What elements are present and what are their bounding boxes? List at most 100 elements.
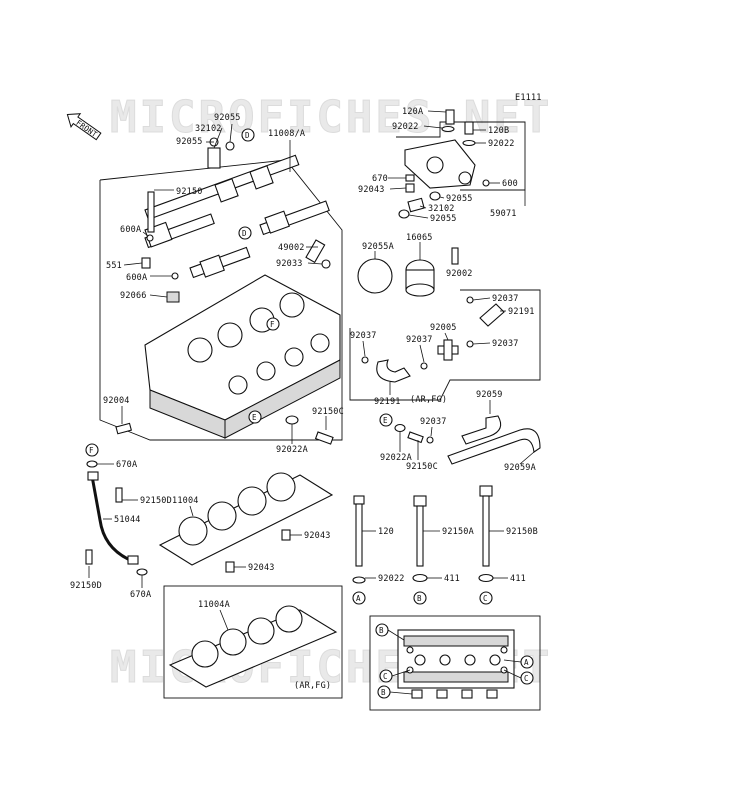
dowel-92043-b (281, 529, 291, 541)
label-120a: 120A (402, 107, 423, 117)
washer-411-a (412, 573, 428, 583)
label-92055-c: 92055 (446, 194, 473, 204)
plug-92043 (405, 183, 415, 193)
callout-f-2: F (85, 443, 99, 457)
fitting-92005 (437, 339, 459, 361)
label-551: 551 (106, 261, 122, 271)
callout-f-1: F (266, 317, 280, 331)
label-ar-fg-1: (AR,FG) (410, 395, 447, 405)
bolt-120a (445, 109, 455, 125)
svg-text:D: D (242, 229, 247, 238)
label-92005: 92005 (430, 323, 457, 333)
label-92150a: 92150A (442, 527, 474, 537)
callout-a-box: A (520, 655, 534, 669)
label-92191-a: 92191 (508, 307, 535, 317)
dowel-92043-c (225, 561, 235, 573)
bolt-92150c-1 (314, 431, 334, 445)
head-gasket-11004a (168, 605, 338, 688)
clamp-92037-b (420, 362, 428, 370)
svg-text:F: F (89, 446, 94, 455)
label-92043-c: 92043 (248, 563, 275, 573)
oring-92055-right (225, 141, 235, 151)
label-92037-c: 92037 (492, 339, 519, 349)
svg-text:D: D (245, 131, 250, 140)
oring-92055a-large (357, 258, 393, 294)
svg-text:C: C (524, 674, 529, 683)
hose-92059 (461, 415, 502, 445)
label-92022a-2: 92022A (380, 453, 412, 463)
callout-c-1: C (479, 591, 493, 605)
label-59071: 59071 (490, 209, 517, 219)
label-670a-1: 670A (116, 460, 137, 470)
svg-text:B: B (381, 688, 386, 697)
oil-pipe-51044 (90, 475, 131, 562)
label-32102-b: 32102 (428, 204, 455, 214)
label-11004a: 11004A (198, 600, 230, 610)
washer-92022-e (352, 576, 366, 584)
label-92043-a: 92043 (358, 185, 385, 195)
label-92004: 92004 (103, 396, 130, 406)
label-92037-d: 92037 (350, 331, 377, 341)
label-120: 120 (378, 527, 394, 537)
svg-text:E: E (383, 416, 388, 425)
label-600a-2: 600A (126, 273, 147, 283)
label-670: 670 (372, 174, 388, 184)
pipe-fitting-bottom (127, 555, 139, 565)
bolt-92002 (451, 247, 459, 265)
label-92022a-1: 92022A (276, 445, 308, 455)
label-670a-2: 670A (130, 590, 151, 600)
label-49002: 49002 (278, 243, 305, 253)
label-92022-e: 92022 (378, 574, 405, 584)
label-92066: 92066 (120, 291, 147, 301)
washer-92022-b (462, 139, 476, 147)
svg-text:A: A (524, 658, 529, 667)
label-92037-a: 92037 (492, 294, 519, 304)
dowel-600 (482, 179, 490, 187)
hose-group-box (349, 289, 541, 401)
bolt-92150c-2 (407, 431, 424, 444)
svg-text:C: C (383, 672, 388, 681)
label-600a-1: 600A (120, 225, 141, 235)
bolt-92150d-1 (115, 487, 123, 503)
sleeve-32102 (207, 147, 221, 169)
callout-b-1: B (413, 591, 427, 605)
svg-text:C: C (483, 594, 488, 603)
clamp-92037-d (361, 356, 369, 364)
label-92037-e: 92037 (420, 417, 447, 427)
diagram-code: E1111 (515, 93, 542, 103)
hose-92191-b (376, 359, 411, 383)
guide-49002 (305, 239, 326, 264)
clamp-92037-a (466, 296, 474, 304)
gasket-ar-fg-box (163, 585, 343, 699)
front-label: FRONT (74, 118, 99, 139)
label-92022-b: 92022 (488, 139, 515, 149)
camshaft-intake (144, 200, 330, 279)
callout-b-box-1: B (375, 623, 389, 637)
washer-670a-1 (86, 460, 98, 468)
label-92150d-1: 92150D (140, 496, 172, 506)
svg-text:B: B (417, 594, 422, 603)
label-32102-a: 32102 (195, 124, 222, 134)
label-411-a: 411 (444, 574, 460, 584)
label-92150c-1: 92150C (312, 407, 344, 417)
label-11008: 11008/A (268, 129, 305, 139)
label-411-b: 411 (510, 574, 526, 584)
callout-d-1: D (241, 128, 255, 142)
head-gasket-11004 (158, 472, 334, 566)
cap-670 (405, 174, 415, 182)
bolt-120b (464, 121, 474, 135)
clamp-92037-e (426, 436, 434, 444)
camshaft-exhaust (144, 154, 300, 221)
label-92055-b: 92055 (176, 137, 203, 147)
label-600: 600 (502, 179, 518, 189)
callout-c-box-2: C (520, 671, 534, 685)
label-92150d-2: 92150D (70, 581, 102, 591)
front-arrow-icon: FRONT (66, 113, 102, 141)
bolt-120 (353, 495, 365, 567)
washer-92022-a (441, 125, 455, 133)
dowel-600a (146, 234, 154, 242)
callout-c-box-1: C (379, 669, 393, 683)
washer-670a-2 (136, 568, 148, 576)
svg-text:B: B (379, 626, 384, 635)
